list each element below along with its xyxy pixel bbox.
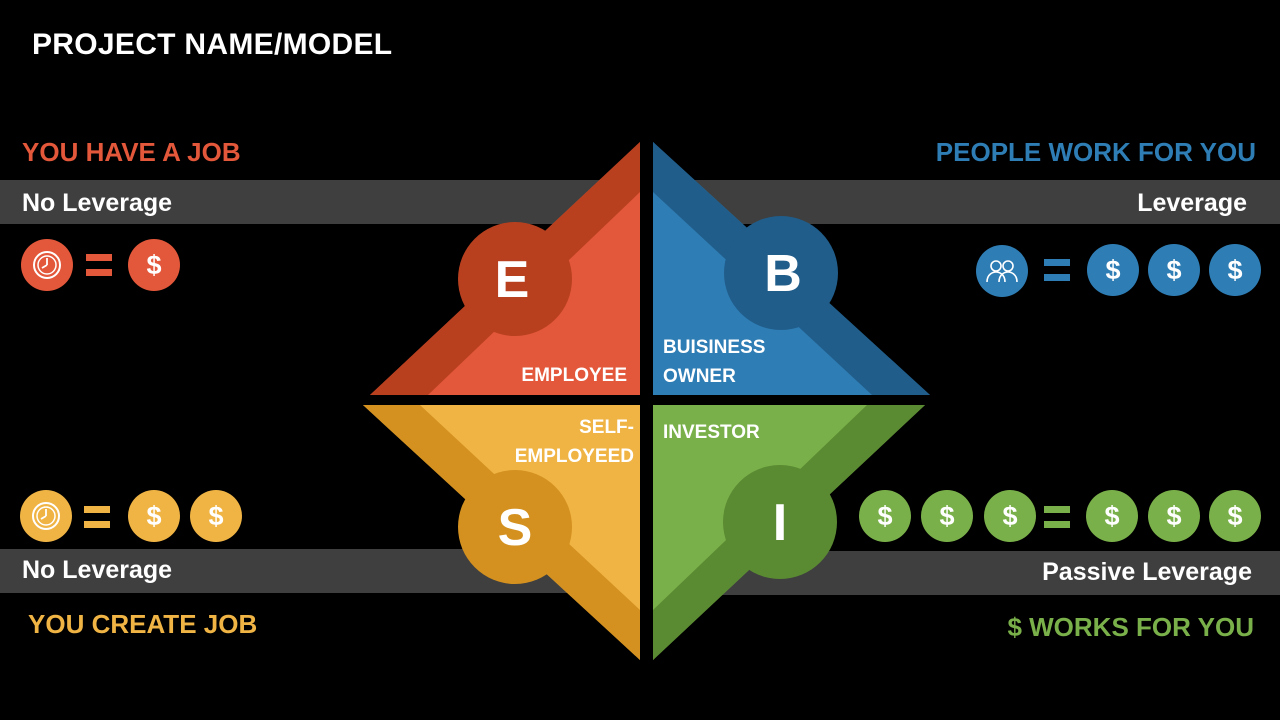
- dollar-icon: $: [128, 239, 180, 291]
- heading-self-employed: YOU CREATE JOB: [28, 609, 258, 639]
- dollar-icon: $: [1148, 244, 1200, 296]
- heading-investor: $ WORKS FOR YOU: [1007, 612, 1254, 642]
- dollar-icon: $: [1209, 490, 1261, 542]
- quadrant-business-owner: B BUISINESS OWNER: [653, 142, 930, 395]
- label-investor: INVESTOR: [663, 422, 760, 443]
- label-self-employed-line2: EMPLOYEED: [515, 446, 634, 467]
- people-icon: [976, 245, 1028, 297]
- quadrant-investor: I INVESTOR: [653, 405, 925, 660]
- letter-s: S: [498, 499, 533, 557]
- band-top-left: [0, 180, 600, 224]
- dollar-icon: $: [921, 490, 973, 542]
- clock-icon: [21, 239, 73, 291]
- letter-e: E: [495, 251, 530, 309]
- label-business-line2: OWNER: [663, 366, 736, 387]
- dollar-icon: $: [1209, 244, 1261, 296]
- dollar-icon: $: [190, 490, 242, 542]
- letter-b: B: [764, 245, 802, 303]
- dollar-icon: $: [1086, 490, 1138, 542]
- dollar-icon: $: [859, 490, 911, 542]
- heading-employee: YOU HAVE A JOB: [22, 137, 241, 167]
- label-business-line1: BUISINESS: [663, 337, 765, 358]
- dollar-icon: $: [128, 490, 180, 542]
- leverage-investor: Passive Leverage: [1042, 558, 1252, 586]
- dollar-icon: $: [984, 490, 1036, 542]
- page-title: PROJECT NAME/MODEL: [32, 28, 393, 61]
- quadrant-self-employed: S SELF- EMPLOYEED: [363, 405, 640, 660]
- heading-business-owner: PEOPLE WORK FOR YOU: [935, 137, 1256, 167]
- leverage-business-owner: Leverage: [1137, 189, 1247, 217]
- letter-i: I: [773, 494, 787, 552]
- leverage-self-employed: No Leverage: [22, 556, 173, 584]
- label-self-employed-line1: SELF-: [579, 417, 634, 438]
- clock-icon: [20, 490, 72, 542]
- leverage-employee: No Leverage: [22, 189, 173, 217]
- dollar-icon: $: [1087, 244, 1139, 296]
- quadrant-employee: E EMPLOYEE: [370, 142, 640, 395]
- dollar-icon: $: [1148, 490, 1200, 542]
- label-employee: EMPLOYEE: [521, 365, 627, 386]
